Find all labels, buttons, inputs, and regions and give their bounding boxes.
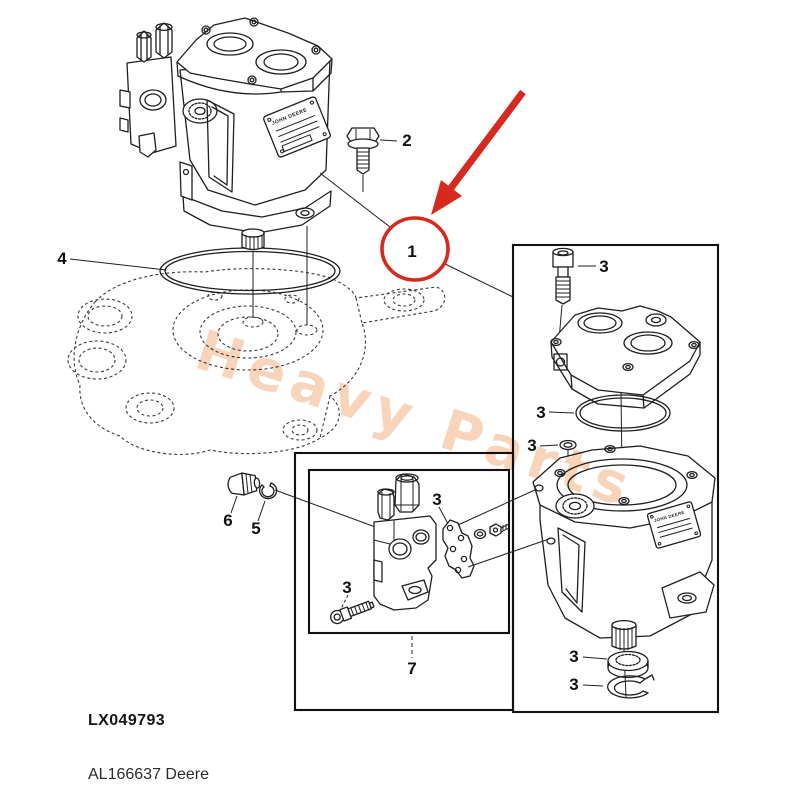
part-callout-4: 4 xyxy=(57,249,67,268)
highlight-arrow xyxy=(431,89,526,215)
snap-ring-right xyxy=(607,674,655,699)
part-reference: AL166637 Deere xyxy=(88,766,209,783)
mounting-bracket xyxy=(442,519,475,579)
valve-sub-assembly xyxy=(274,473,556,658)
part-callout-3: 3 xyxy=(527,436,537,455)
spline-coupling xyxy=(182,98,218,124)
snap-ring-part-5 xyxy=(259,482,278,500)
manifold-housing-dashed xyxy=(67,268,446,455)
detail-box-outer xyxy=(293,451,515,712)
part-callout-3: 3 xyxy=(432,490,442,509)
leader-line-4 xyxy=(69,258,167,271)
cover-bolts xyxy=(201,17,321,85)
right-box-contents: JOHN DEERE xyxy=(532,247,716,699)
small-screw xyxy=(489,523,510,537)
part-callout-3: 3 xyxy=(599,257,609,276)
mounting-flange xyxy=(179,161,332,234)
pump-body-right-box: JOHN DEERE xyxy=(532,444,716,651)
bearing-ring xyxy=(607,650,649,679)
detail-box-inner xyxy=(307,468,511,635)
o-ring-right-box xyxy=(575,394,671,432)
part-callout-2: 2 xyxy=(402,131,412,150)
brand-plate-right: JOHN DEERE xyxy=(646,501,702,549)
part-callout-1: 1 xyxy=(407,242,417,261)
part-callout-3: 3 xyxy=(569,647,579,666)
part-callout-5: 5 xyxy=(251,519,261,538)
plug-part-6 xyxy=(227,472,261,496)
valve-cap-screw xyxy=(330,600,375,625)
part-callout-6: 6 xyxy=(223,511,233,530)
washer-small xyxy=(559,439,577,451)
flange-bolt-part-2 xyxy=(346,127,380,192)
alignment-lines xyxy=(252,226,308,325)
leader-line-1 xyxy=(319,172,514,298)
highlight-circle xyxy=(380,216,450,282)
leader-line-2 xyxy=(379,139,398,142)
part-callout-3: 3 xyxy=(569,675,579,694)
splined-shaft-stub xyxy=(241,228,265,251)
cap-screw-top xyxy=(552,247,574,305)
part-callout-7: 7 xyxy=(407,659,417,678)
part-callout-3: 3 xyxy=(342,578,352,597)
leader-lines-5-6 xyxy=(230,495,266,522)
main-pump-assembly: JOHN DEERE xyxy=(119,17,333,251)
pump-valve-block xyxy=(119,22,177,158)
brand-plate-main: JOHN DEERE xyxy=(263,96,331,158)
figure-code: LX049793 xyxy=(88,712,166,729)
part-callout-3: 3 xyxy=(536,403,546,422)
splined-stub-right xyxy=(611,619,637,651)
